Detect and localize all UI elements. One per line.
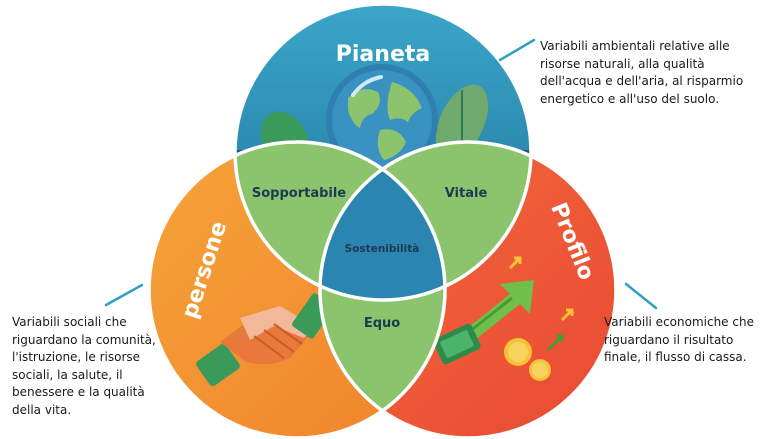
people-outline: [147, 140, 447, 439]
planet-description: Variabili ambientali relative alle risor…: [540, 39, 744, 106]
people-description: Variabili sociali che riguardano la comu…: [12, 315, 156, 417]
profit-outline: [318, 140, 618, 439]
overlap-label-equo: Equo: [364, 316, 400, 331]
overlap-center: [320, 142, 445, 300]
center-label-sostenibilita: Sostenibilità: [345, 243, 420, 255]
pointer-line-profit: [624, 282, 658, 310]
pointer-line-people: [104, 283, 144, 307]
pointer-line-planet: [498, 38, 536, 62]
planet-label: Pianeta: [336, 42, 430, 67]
profit-description: Variabili economiche che riguardano il r…: [604, 315, 754, 364]
money-illustration: [433, 256, 574, 381]
overlap-label-sopportabile: Sopportabile: [252, 186, 346, 201]
planet-outline: [233, 2, 533, 302]
overlap-label-vitale: Vitale: [445, 186, 488, 201]
